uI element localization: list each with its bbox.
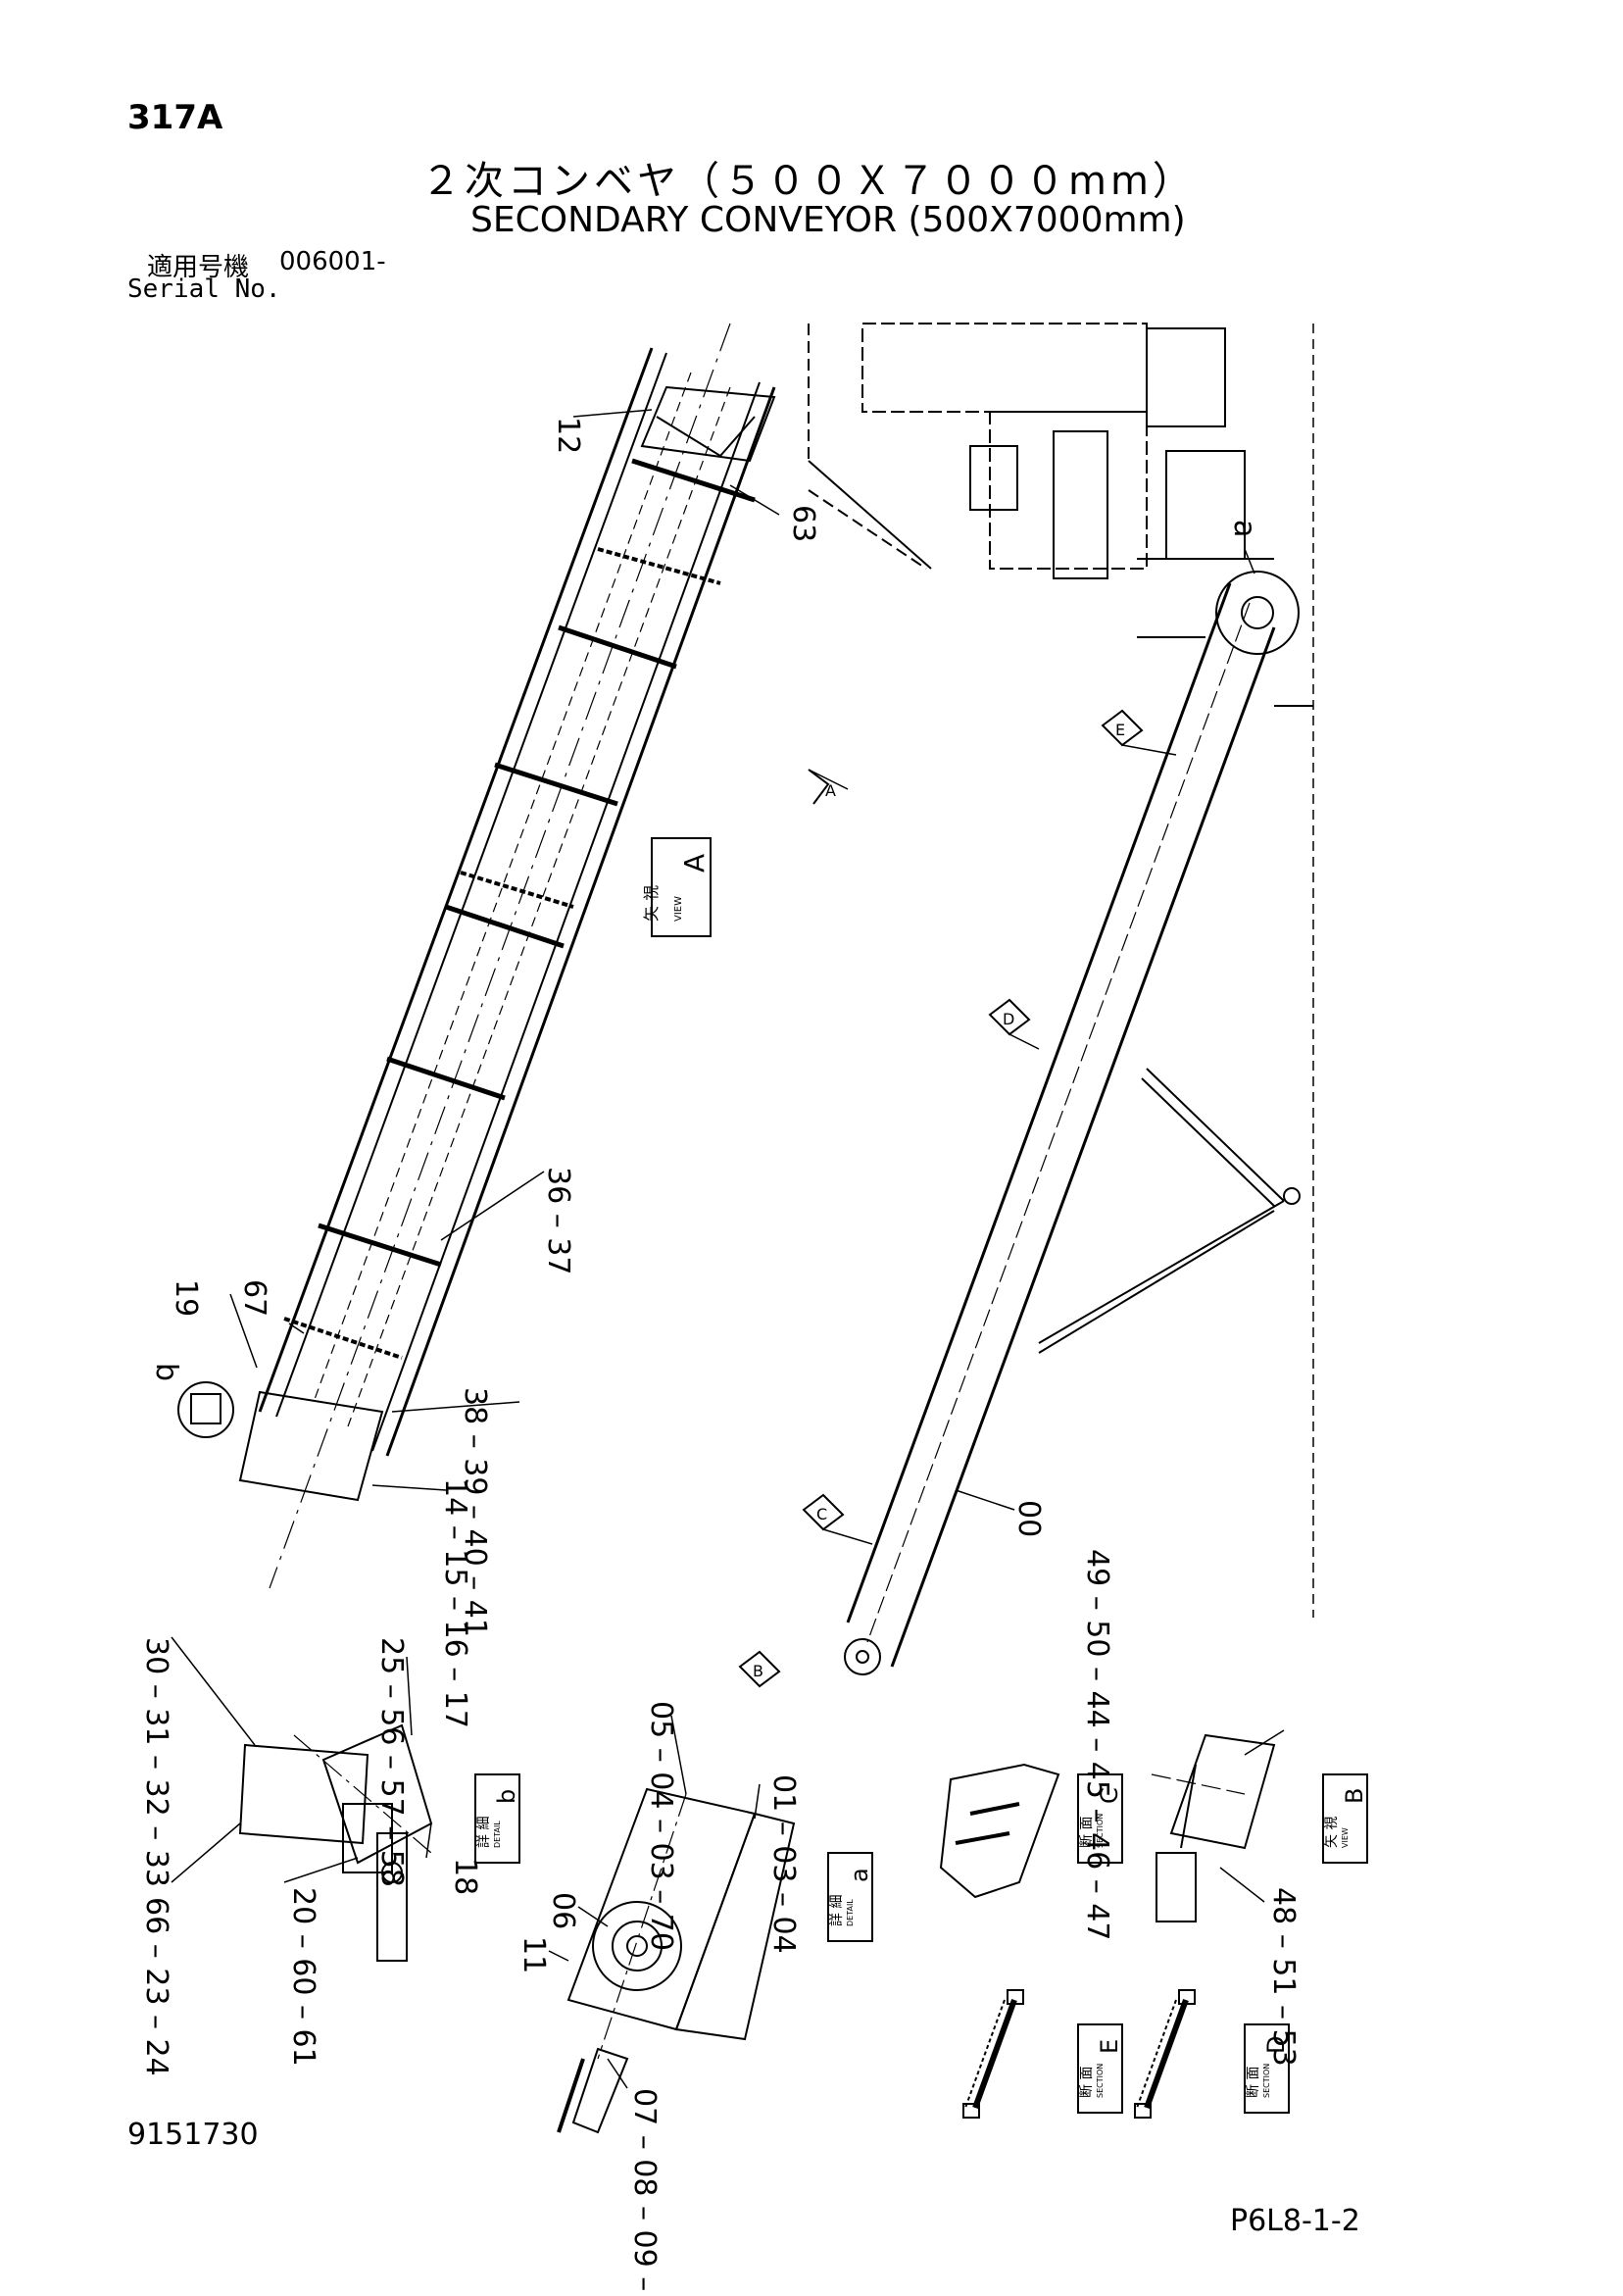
view-b-drawing	[1151, 1733, 1276, 1922]
label-detail-a: 詳 細 DETAIL a	[827, 1852, 873, 1942]
view-marker-d-letter: D	[1003, 1010, 1014, 1028]
callout-38-41: 38 – 39 – 40 – 41	[458, 1387, 492, 1637]
callout-01-04: 01 – 03 – 04	[766, 1774, 801, 1954]
view-marker-b-letter: B	[753, 1662, 763, 1680]
callout-a-top: a	[1227, 520, 1261, 537]
view-a-conveyor-frame	[177, 323, 776, 1589]
title-japanese: ２次コンベヤ（５００Ｘ７０００mm）	[421, 159, 1196, 204]
label-section-e-letter: E	[1096, 2039, 1123, 2054]
view-marker-c: C	[802, 1493, 873, 1545]
label-section-d-ja: 断 面	[1246, 2067, 1261, 2098]
view-marker-c-letter: C	[816, 1505, 827, 1523]
document-number: 9151730	[127, 2118, 259, 2152]
label-section-e: 断 面 SECTION E	[1077, 2023, 1123, 2114]
callout-06: 06	[546, 1892, 580, 1929]
callout-30-33: 30 – 31 – 32 – 33	[139, 1637, 173, 1887]
label-detail-a-en: DETAIL	[846, 1899, 855, 1926]
serial-label-japanese: 適用号機	[147, 253, 250, 282]
callout-12: 12	[551, 417, 585, 454]
serial-label-english: Serial No.	[127, 275, 281, 304]
callout-05-70: 05 – 04 – 03 – 70	[644, 1701, 678, 1951]
label-view-a: 矢 視 VIEW A	[642, 837, 712, 937]
side-view-conveyor	[808, 323, 1314, 1675]
label-view-b-en: VIEW	[1341, 1827, 1350, 1848]
view-marker-a: A	[808, 769, 849, 805]
label-section-c-en: SECTION	[1096, 1814, 1105, 1848]
label-section-d-letter: D	[1262, 2036, 1290, 2054]
label-section-c-letter: C	[1096, 1787, 1123, 1804]
label-view-b-letter: B	[1341, 1788, 1368, 1804]
callout-48-53: 48 – 51 – 53	[1266, 1887, 1301, 2067]
view-marker-d: D	[988, 998, 1040, 1050]
callout-36-37: 36 – 37	[541, 1167, 575, 1274]
serial-value: 006001-	[279, 247, 386, 276]
label-section-c-ja: 断 面	[1079, 1817, 1095, 1848]
callout-00: 00	[1011, 1500, 1046, 1537]
label-view-a-en: VIEW	[673, 896, 684, 922]
callout-07-71: 07 – 08 – 09 – 10 – 71	[627, 2088, 662, 2296]
callout-14-17: 14 – 15 – 16 – 17	[438, 1478, 472, 1728]
label-detail-b: 詳 細 DETAIL b	[474, 1773, 520, 1864]
label-view-a-ja: 矢 視	[642, 885, 661, 922]
callout-20-61: 20 – 60 – 61	[286, 1887, 320, 2067]
label-detail-b-letter: b	[493, 1789, 520, 1804]
section-e-drawing	[962, 1989, 1024, 2119]
detail-a-drawing	[557, 1787, 796, 2134]
label-detail-b-en: DETAIL	[493, 1821, 502, 1848]
label-section-d: 断 面 SECTION D	[1244, 2023, 1290, 2114]
label-view-b-ja: 矢 視	[1324, 1817, 1340, 1848]
label-section-d-en: SECTION	[1262, 2064, 1271, 2098]
label-detail-b-ja: 詳 細	[476, 1817, 492, 1848]
callout-11: 11	[516, 1936, 551, 1973]
label-detail-a-letter: a	[846, 1868, 873, 1882]
callout-67: 67	[237, 1279, 271, 1317]
callout-49-47: 49 – 50 – 44 – 45 – 46 – 47	[1080, 1549, 1114, 1940]
callout-66-24: 66 – 23 – 24	[139, 1897, 173, 2076]
callout-19: 19	[169, 1279, 203, 1317]
callout-63: 63	[786, 505, 820, 542]
view-marker-e: E	[1101, 709, 1177, 756]
callout-25-58: 25 – 56 – 57 – 58	[374, 1637, 409, 1887]
title-english: SECONDARY CONVEYOR (500X7000mm)	[470, 200, 1186, 240]
page-number: 317A	[127, 98, 223, 137]
label-section-c: 断 面 SECTION C	[1077, 1773, 1123, 1864]
section-c-drawing	[939, 1763, 1060, 1899]
view-marker-b: B	[738, 1650, 781, 1688]
label-view-a-letter: A	[678, 854, 711, 873]
label-section-e-ja: 断 面	[1079, 2067, 1095, 2098]
page-code: P6L8-1-2	[1230, 2204, 1360, 2238]
view-marker-e-letter: E	[1115, 721, 1125, 739]
callout-b-top: b	[149, 1363, 183, 1381]
label-detail-a-ja: 詳 細	[829, 1895, 845, 1926]
callout-18: 18	[448, 1858, 482, 1895]
view-marker-a-letter: A	[825, 781, 836, 800]
label-view-b: 矢 視 VIEW B	[1322, 1773, 1368, 1864]
section-d-drawing	[1134, 1989, 1196, 2119]
leader-lines	[171, 409, 1285, 2089]
label-section-e-en: SECTION	[1096, 2064, 1105, 2098]
